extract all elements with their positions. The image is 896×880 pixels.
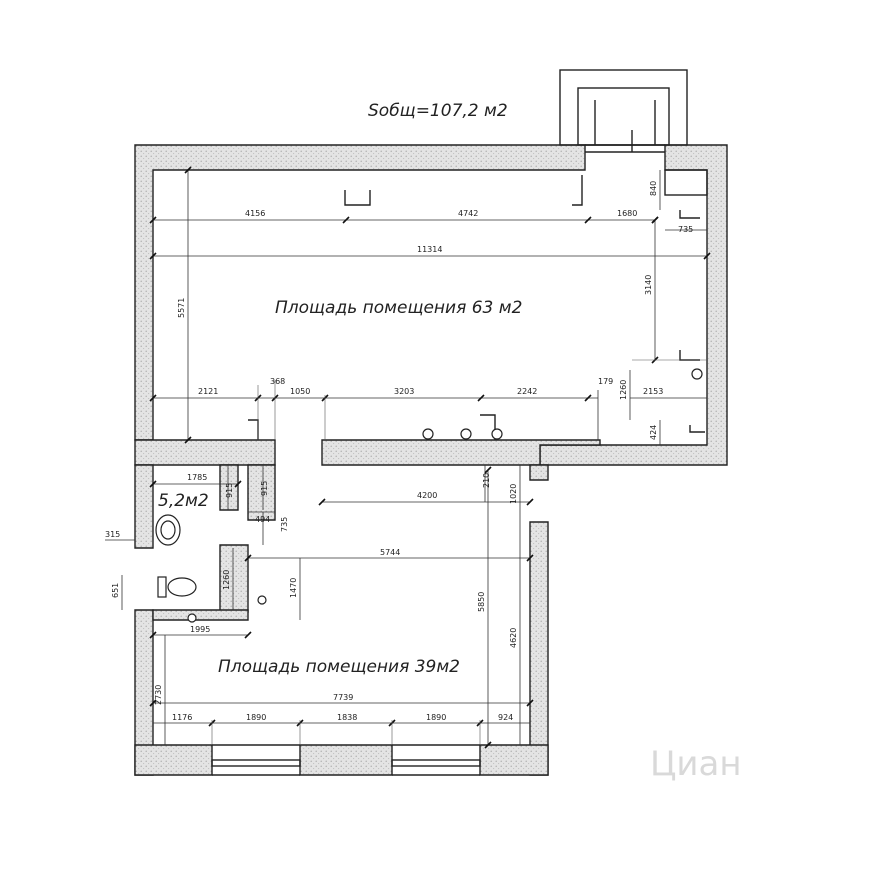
- dim-5571: 5571: [177, 298, 186, 318]
- dim-840: 840: [649, 181, 658, 196]
- wall-left-lower: [134, 464, 154, 549]
- dim-4200: 4200: [417, 491, 437, 500]
- dim-7739: 7739: [333, 693, 353, 702]
- drain-icon: [257, 595, 267, 605]
- wall-corridor-left: [247, 464, 276, 521]
- room-2-area-label: Площадь помещения 39м2: [218, 657, 460, 677]
- drain-2-icon: [187, 613, 197, 623]
- partition-right-top: [664, 169, 708, 196]
- radiator-2: [572, 175, 583, 206]
- dim-368: 368: [270, 377, 285, 386]
- wall-bathroom-bottom: [152, 609, 249, 621]
- sink-1-icon: [422, 428, 434, 440]
- radiator-5: [689, 425, 705, 433]
- radiator-6: [679, 350, 700, 361]
- dim-3140: 3140: [644, 275, 653, 295]
- dim-1995: 1995: [190, 625, 210, 634]
- total-area-label: Sобщ=107,2 м2: [368, 101, 508, 121]
- window-1: [211, 759, 301, 767]
- wall-bottom-pier2: [479, 744, 549, 776]
- sink-4-icon: [691, 368, 703, 380]
- dim-2730: 2730: [154, 685, 163, 705]
- dim-1260-bath: 1260: [222, 570, 231, 590]
- dim-2153: 2153: [643, 387, 663, 396]
- room-1-area-label: Площадь помещения 63 м2: [275, 298, 522, 318]
- labels: Sобщ=107,2 м2 Площадь помещения 63 м2 Пл…: [105, 101, 742, 784]
- watermark: Циан: [650, 744, 742, 784]
- dim-1838: 1838: [337, 713, 357, 722]
- washbasin-inner: [160, 520, 176, 540]
- dim-315: 315: [105, 530, 120, 539]
- radiator-1: [344, 190, 371, 206]
- wall-middle: [321, 439, 601, 466]
- wall-bottom: [134, 744, 213, 776]
- wall-bathroom-right: [219, 464, 239, 511]
- dim-651: 651: [111, 583, 120, 598]
- dim-1680: 1680: [617, 209, 637, 218]
- sink-2-icon: [460, 428, 472, 440]
- dim-1890-b: 1890: [426, 713, 446, 722]
- dim-924: 924: [498, 713, 513, 722]
- toilet-tank: [157, 576, 167, 598]
- dim-1020: 1020: [509, 484, 518, 504]
- wall-right-lower: [529, 521, 549, 776]
- dim-210: 210: [482, 473, 491, 488]
- dim-1260-top: 1260: [619, 380, 628, 400]
- dim-915-b: 915: [260, 481, 269, 496]
- toilet-icon: [167, 577, 197, 597]
- dim-2121: 2121: [198, 387, 218, 396]
- dim-4156: 4156: [245, 209, 265, 218]
- radiator-3: [248, 419, 259, 440]
- dim-735-mid: 735: [280, 517, 289, 532]
- wall-right-mid: [529, 464, 549, 481]
- sink-3-icon: [491, 428, 503, 440]
- dim-5850: 5850: [477, 592, 486, 612]
- walls: [134, 69, 728, 776]
- dim-424: 424: [649, 425, 658, 440]
- dim-4742: 4742: [458, 209, 478, 218]
- dim-1176: 1176: [172, 713, 192, 722]
- dimension-lines: [105, 166, 711, 749]
- dim-1890-a: 1890: [246, 713, 266, 722]
- dim-11314: 11314: [417, 245, 442, 254]
- dim-1785: 1785: [187, 473, 207, 482]
- dim-5744: 5744: [380, 548, 400, 557]
- room-3-area-label: 5,2м2: [158, 491, 209, 511]
- wall-middle-left: [134, 439, 276, 466]
- dim-179: 179: [598, 377, 613, 386]
- dim-735-top: 735: [678, 225, 693, 234]
- window-2: [391, 759, 481, 767]
- dim-4620: 4620: [509, 628, 518, 648]
- dim-1050: 1050: [290, 387, 310, 396]
- dim-915-a: 915: [225, 483, 234, 498]
- entrance-outer: [559, 69, 688, 146]
- dim-494: 494: [255, 515, 270, 524]
- dim-2242: 2242: [517, 387, 537, 396]
- dim-1470: 1470: [289, 578, 298, 598]
- wall-bottom-pier1: [299, 744, 393, 776]
- wall-top-right: [539, 144, 728, 466]
- fixtures: [155, 175, 705, 623]
- dim-3203: 3203: [394, 387, 414, 396]
